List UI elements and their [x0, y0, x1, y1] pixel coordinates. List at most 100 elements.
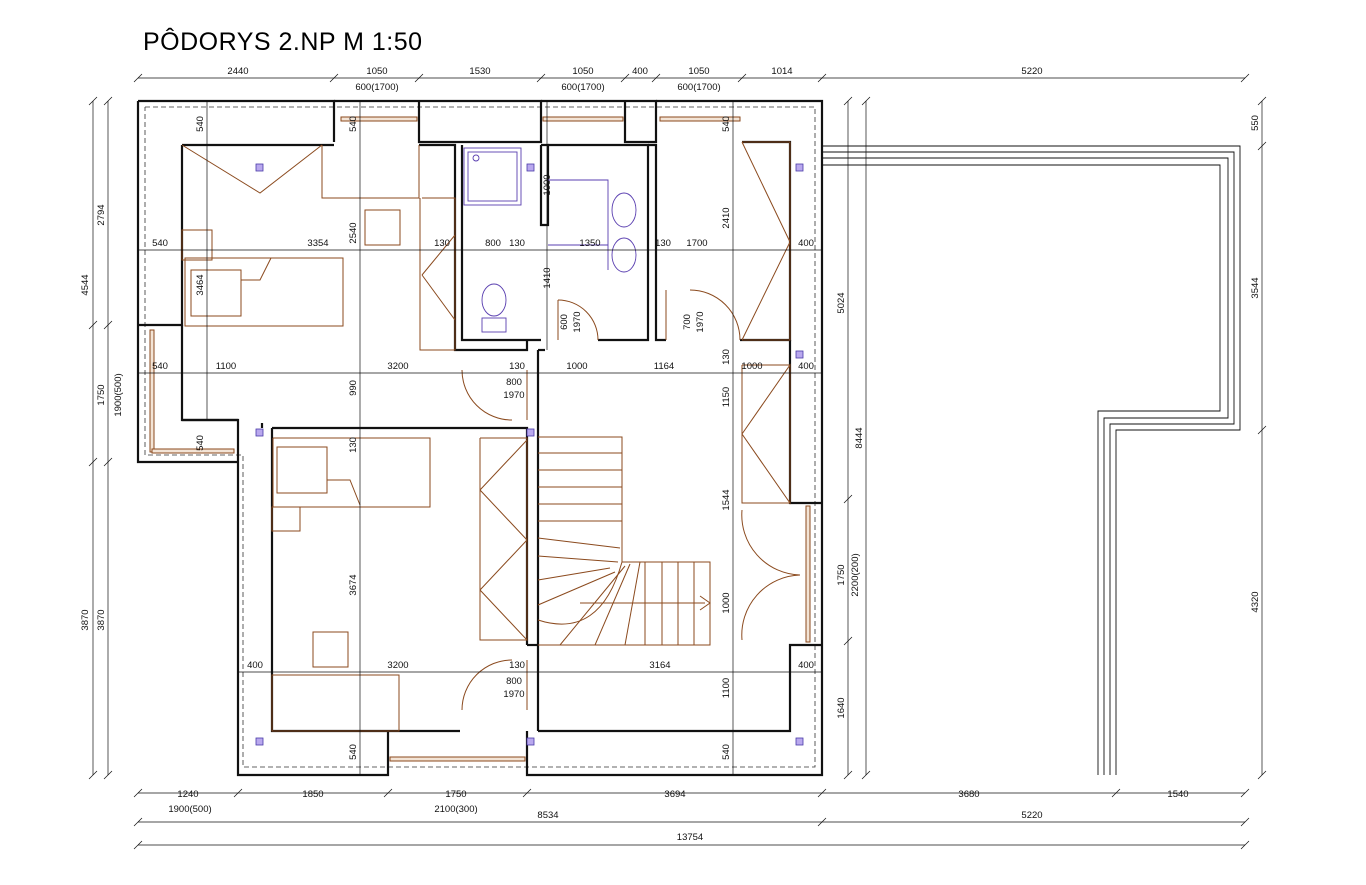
- dim-interior: 3464: [195, 274, 206, 295]
- dim-bottom: 3680: [958, 789, 979, 800]
- dim-top: 1050: [366, 66, 387, 77]
- interior-walls: [138, 140, 822, 733]
- dim-interior: 1970: [503, 689, 524, 700]
- plan-title: PÔDORYS 2.NP M 1:50: [143, 28, 423, 56]
- dim-interior: 800: [506, 676, 522, 687]
- dim-bottom: 1540: [1167, 789, 1188, 800]
- dim-interior: 700: [682, 314, 693, 330]
- outer-dashed-line: [144, 106, 816, 768]
- dim-interior: 540: [195, 435, 206, 451]
- dim-right: 4320: [1250, 591, 1261, 612]
- tick-marks: [88, 73, 1267, 850]
- dim-interior: 1100: [721, 678, 732, 698]
- dim-interior: 1150: [721, 387, 732, 407]
- furniture: [181, 141, 801, 732]
- dim-interior: 400: [247, 660, 263, 671]
- dim-total: 13754: [677, 832, 703, 843]
- dim-left: 2794: [96, 204, 107, 225]
- windows: [149, 116, 811, 762]
- dim-right: 550: [1250, 115, 1261, 131]
- left-dimensions: 4544 1750 3870 2794 1900(500) 3870: [80, 204, 124, 630]
- dim-bottom-sub: 2100(300): [434, 804, 477, 815]
- dim-top: 1014: [771, 66, 792, 77]
- dim-interior: 1100: [216, 361, 236, 372]
- right-dimensions: 550 3544 4320 5024 8444 2200(200) 1750 1…: [836, 115, 1261, 719]
- dim-right: 5024: [836, 292, 847, 313]
- dim-top: 2440: [227, 66, 248, 77]
- dim-interior: 3200: [387, 361, 408, 372]
- dim-interior: 1970: [695, 311, 706, 332]
- sanitary-fixtures: [463, 147, 637, 333]
- dim-top: 5220: [1021, 66, 1042, 77]
- dim-interior: 130: [348, 437, 359, 453]
- dim-interior: 1000: [566, 361, 587, 372]
- dim-top-sub: 600(1700): [355, 82, 398, 93]
- dim-interior: 400: [798, 361, 814, 372]
- dim-right: 1750: [836, 564, 847, 585]
- dim-interior: 990: [348, 380, 359, 396]
- interior-dimensions: 540 540 540 540 3354 2540 130 800 130 13…: [152, 116, 814, 760]
- terrace-outline: [823, 145, 1241, 775]
- dim-interior: 3164: [649, 660, 670, 671]
- dim-bottom: 8534: [537, 810, 558, 821]
- column-markers: [255, 163, 804, 746]
- dim-interior: 3674: [348, 574, 359, 595]
- dim-interior: 1410: [542, 267, 553, 288]
- dim-right: 8444: [854, 427, 865, 448]
- exterior-walls: [136, 99, 824, 777]
- dim-interior: 540: [195, 116, 206, 132]
- dim-bottom-sub: 1900(500): [168, 804, 211, 815]
- dim-top: 1050: [572, 66, 593, 77]
- dim-top: 400: [632, 66, 648, 77]
- dim-bottom: 5220: [1021, 810, 1042, 821]
- dim-interior: 540: [152, 361, 168, 372]
- dim-right: 3544: [1250, 277, 1261, 298]
- dim-interior: 1544: [721, 489, 732, 510]
- dim-interior: 1350: [579, 238, 600, 249]
- dim-interior: 540: [348, 116, 359, 132]
- dim-interior: 1970: [572, 311, 583, 332]
- dim-interior: 540: [348, 744, 359, 760]
- dim-interior: 2540: [348, 222, 359, 243]
- dim-interior: 400: [798, 238, 814, 249]
- dim-interior: 540: [152, 238, 168, 249]
- dim-bottom: 1850: [302, 789, 323, 800]
- dim-left: 1900(500): [113, 373, 124, 416]
- dim-interior: 800: [506, 377, 522, 388]
- bottom-dimensions: 1240 1850 1750 3694 3680 1540 1900(500) …: [168, 789, 1188, 843]
- top-dimensions: 2440 1050 1530 1050 400 1050 1014 5220 6…: [227, 66, 1042, 93]
- dim-top-sub: 600(1700): [561, 82, 604, 93]
- dim-interior: 1164: [654, 361, 674, 372]
- dim-interior: 130: [655, 238, 671, 249]
- dim-interior: 540: [721, 116, 732, 132]
- dim-right: 1640: [836, 697, 847, 718]
- dim-top: 1050: [688, 66, 709, 77]
- dim-interior: 130: [509, 238, 525, 249]
- dim-bottom: 1240: [177, 789, 198, 800]
- dim-interior: 3354: [307, 238, 328, 249]
- dim-interior: 130: [509, 361, 525, 372]
- dim-right: 2200(200): [850, 553, 861, 596]
- dim-interior: 540: [721, 744, 732, 760]
- dim-bottom: 3694: [664, 789, 685, 800]
- dim-interior: 400: [798, 660, 814, 671]
- dim-interior: 600: [559, 314, 570, 330]
- dim-interior: 1000: [542, 174, 553, 195]
- dim-left: 1750: [96, 384, 107, 405]
- dim-left: 3870: [80, 609, 91, 630]
- dim-interior: 1700: [686, 238, 707, 249]
- dim-interior: 2410: [721, 207, 732, 228]
- dim-interior: 1970: [503, 390, 524, 401]
- dim-interior: 800: [485, 238, 501, 249]
- dim-top: 1530: [469, 66, 490, 77]
- dim-interior: 1000: [721, 592, 732, 613]
- dim-interior: 1000: [741, 361, 762, 372]
- dim-interior: 3200: [387, 660, 408, 671]
- dimension-lines: [88, 73, 1267, 850]
- dim-top-sub: 600(1700): [677, 82, 720, 93]
- dim-interior: 130: [434, 238, 450, 249]
- dim-interior: 130: [509, 660, 525, 671]
- dim-left: 3870: [96, 609, 107, 630]
- dim-bottom: 1750: [445, 789, 466, 800]
